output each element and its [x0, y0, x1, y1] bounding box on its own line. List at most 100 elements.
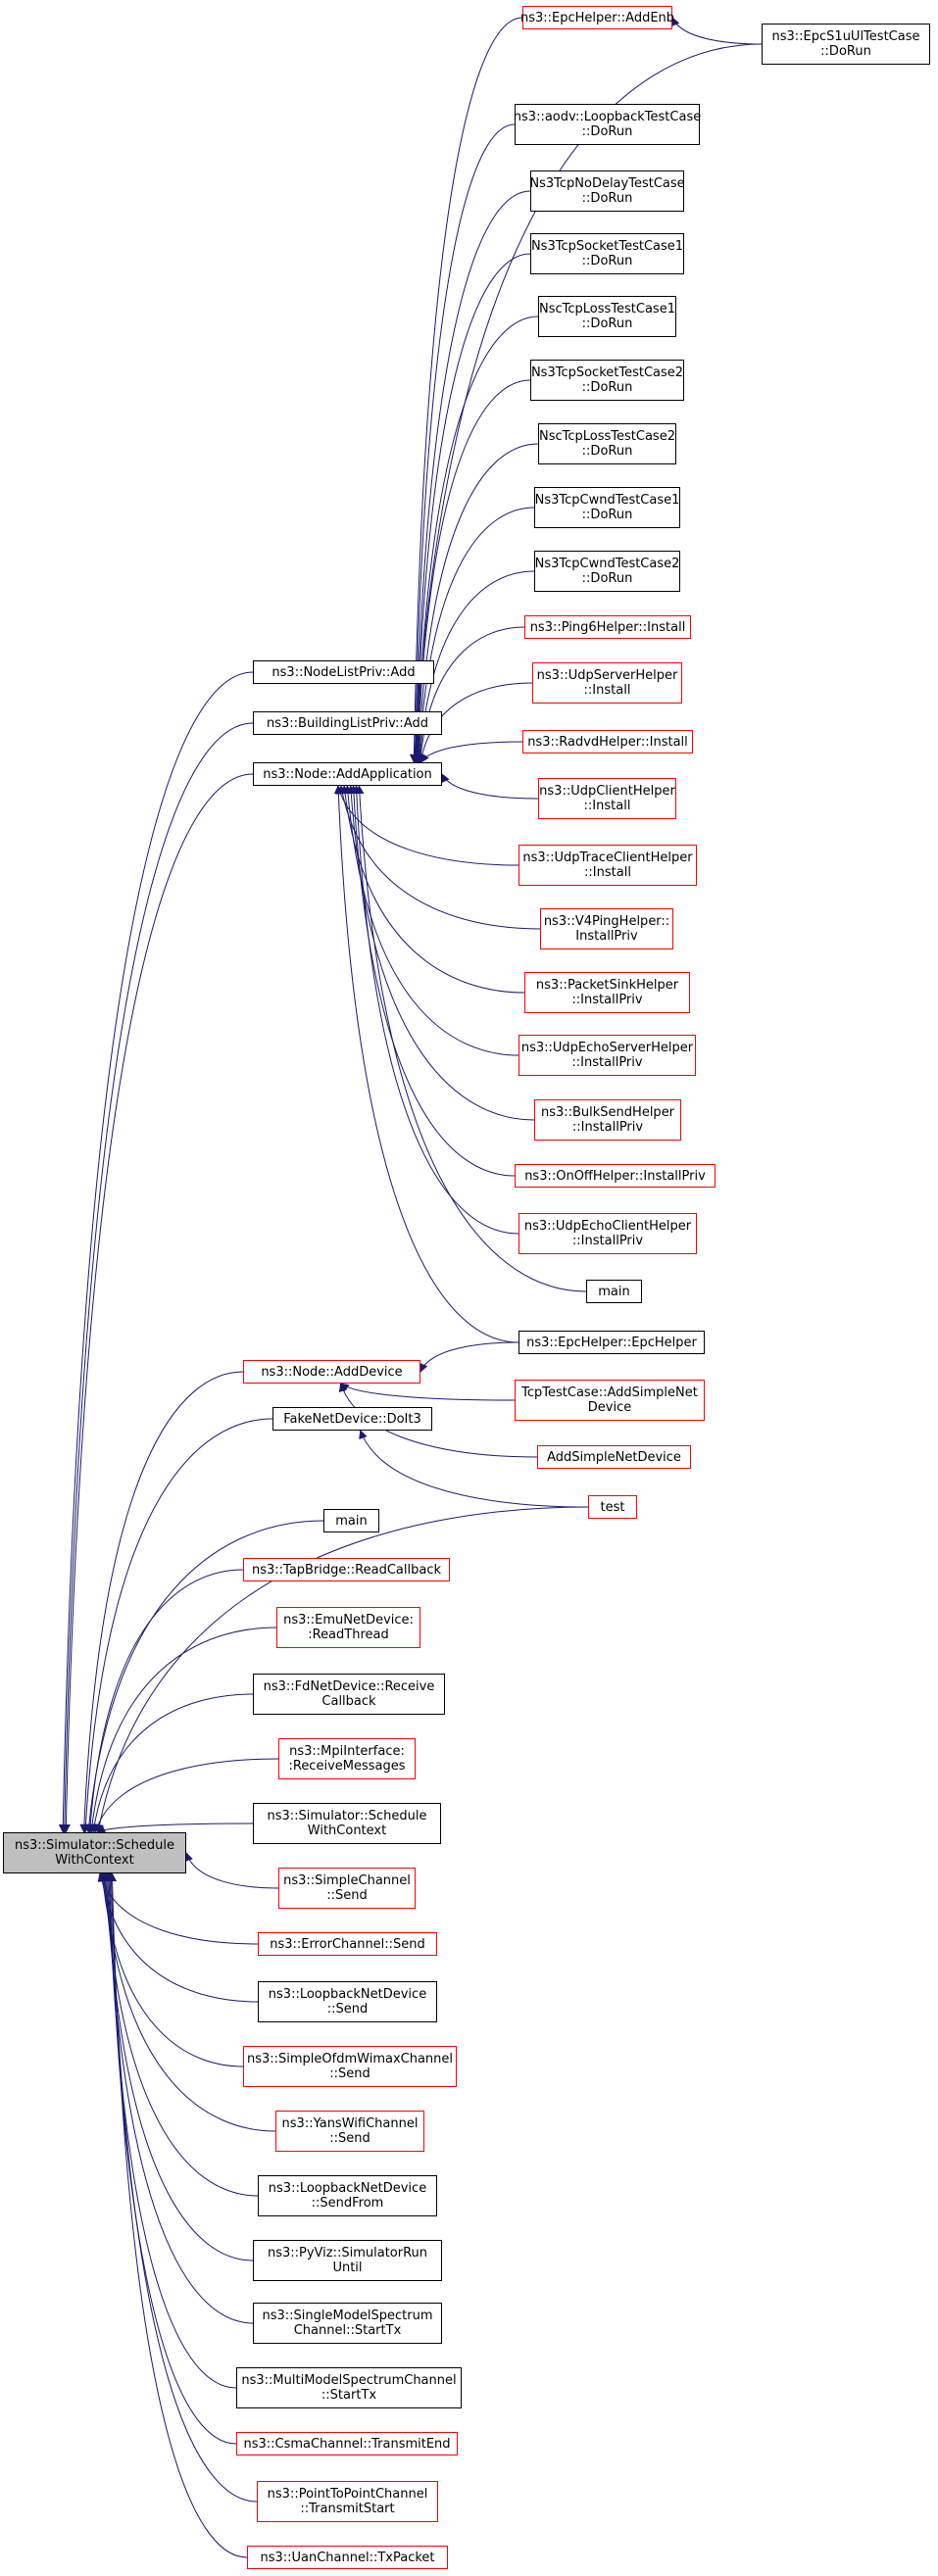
- node-label-line: ::DoRun: [581, 444, 633, 459]
- function-node-bulkSend[interactable]: ns3::BulkSendHelper::InstallPriv: [534, 1099, 681, 1141]
- function-node-udpServer[interactable]: ns3::UdpServerHelper::Install: [532, 662, 682, 704]
- node-label-line: ns3::aodv::LoopbackTestCase: [513, 110, 702, 124]
- function-node-buildingListAdd[interactable]: ns3::BuildingListPriv::Add: [253, 711, 442, 735]
- function-node-tcpSock2[interactable]: Ns3TcpSocketTestCase2::DoRun: [530, 360, 684, 401]
- node-label-line: ns3::Simulator::Schedule: [267, 1809, 427, 1823]
- function-node-p2pStart[interactable]: ns3::PointToPointChannel::TransmitStart: [257, 2481, 438, 2522]
- function-node-fakeDoIt3[interactable]: FakeNetDevice::DoIt3: [272, 1407, 432, 1431]
- node-label-line: ns3::PointToPointChannel: [267, 2487, 428, 2502]
- function-node-tapRead[interactable]: ns3::TapBridge::ReadCallback: [243, 1558, 450, 1581]
- call-edge-root-addDevice: [79, 1371, 244, 1833]
- call-edge-root-buildingListAdd: [60, 722, 254, 1833]
- function-node-nscLoss1[interactable]: NscTcpLossTestCase1::DoRun: [538, 296, 676, 337]
- function-node-yansSend[interactable]: ns3::YansWifiChannel::Send: [275, 2111, 424, 2152]
- function-node-csmaEnd[interactable]: ns3::CsmaChannel::TransmitEnd: [236, 2432, 458, 2455]
- function-node-onOff[interactable]: ns3::OnOffHelper::InstallPriv: [515, 1164, 716, 1188]
- function-node-nscLoss2[interactable]: NscTcpLossTestCase2::DoRun: [538, 423, 676, 464]
- node-label-line: test: [600, 1499, 625, 1515]
- function-node-main1[interactable]: main: [323, 1509, 379, 1532]
- function-node-v4ping[interactable]: ns3::V4PingHelper::InstallPriv: [540, 908, 673, 949]
- function-node-tcpNoDelay[interactable]: Ns3TcpNoDelayTestCase::DoRun: [529, 170, 685, 212]
- call-edge-root-nodeListAdd: [58, 671, 254, 1833]
- function-node-loopSend[interactable]: ns3::LoopbackNetDevice::Send: [258, 1981, 437, 2022]
- call-edge-addApp-aodvLoop: [411, 123, 516, 763]
- node-label-line: ns3::LoopbackNetDevice: [268, 1987, 427, 2002]
- call-edge-addApp-radvd: [420, 741, 523, 763]
- node-label-line: ::StartTx: [321, 2388, 377, 2403]
- call-edge-root-ofdmSend: [98, 1872, 244, 2067]
- function-node-errorSend[interactable]: ns3::ErrorChannel::Send: [258, 1932, 437, 1956]
- node-label-line: ns3::UdpTraceClientHelper: [522, 851, 693, 865]
- function-node-epcHelperCtor[interactable]: ns3::EpcHelper::EpcHelper: [518, 1331, 705, 1354]
- function-node-multiSpec[interactable]: ns3::MultiModelSpectrumChannel::StartTx: [236, 2367, 462, 2408]
- function-node-addApp[interactable]: ns3::Node::AddApplication: [253, 762, 442, 786]
- node-label-line: ::InstallPriv: [571, 993, 643, 1007]
- node-label-line: ::InstallPriv: [571, 1234, 644, 1248]
- node-label-line: ::Install: [583, 799, 631, 813]
- function-node-epcS1u[interactable]: ns3::EpcS1uUlTestCase::DoRun: [762, 24, 930, 65]
- node-label-line: ns3::Ping6Helper::Install: [529, 619, 686, 635]
- node-label-line: ns3::ErrorChannel::Send: [270, 1936, 425, 1952]
- function-node-udpTrace[interactable]: ns3::UdpTraceClientHelper::Install: [518, 845, 697, 886]
- function-node-nodeListAdd[interactable]: ns3::NodeListPriv::Add: [253, 660, 434, 684]
- function-node-loopSendFrom[interactable]: ns3::LoopbackNetDevice::SendFrom: [258, 2175, 437, 2216]
- function-node-emuRead[interactable]: ns3::EmuNetDevice::ReadThread: [276, 1607, 420, 1648]
- node-label-line: ::DoRun: [581, 571, 633, 586]
- node-label-line: NscTcpLossTestCase1: [539, 302, 675, 316]
- call-edge-addApp-addEnb: [409, 17, 523, 763]
- node-label-line: Callback: [321, 1694, 376, 1709]
- node-label-line: AddSimpleNetDevice: [547, 1449, 681, 1465]
- node-label-line: Ns3TcpSocketTestCase2: [530, 365, 684, 380]
- function-node-tcpCwnd1[interactable]: Ns3TcpCwndTestCase1::DoRun: [534, 487, 680, 528]
- call-edge-addDevice-addSimpleDev: [338, 1383, 538, 1458]
- node-label-line: ns3::YansWifiChannel: [281, 2116, 419, 2131]
- function-node-tcpSock1[interactable]: Ns3TcpSocketTestCase1::DoRun: [530, 233, 684, 274]
- node-label-line: ns3::CsmaChannel::TransmitEnd: [243, 2436, 451, 2452]
- function-node-ping6[interactable]: ns3::Ping6Helper::Install: [524, 615, 691, 639]
- function-node-udpEchoClient[interactable]: ns3::UdpEchoClientHelper::InstallPriv: [518, 1213, 697, 1254]
- node-label-line: ::DoRun: [581, 316, 633, 331]
- node-label-line: NscTcpLossTestCase2: [539, 429, 675, 444]
- node-label-line: ::DoRun: [581, 508, 633, 522]
- node-label-line: ns3::EmuNetDevice:: [283, 1613, 414, 1628]
- node-label-line: Channel::StartTx: [293, 2323, 402, 2338]
- node-label-line: ::TransmitStart: [300, 2502, 395, 2516]
- node-label-line: :ReadThread: [308, 1628, 389, 1642]
- function-node-addDevice[interactable]: ns3::Node::AddDevice: [243, 1360, 420, 1384]
- function-node-aodvLoop[interactable]: ns3::aodv::LoopbackTestCase::DoRun: [513, 104, 702, 145]
- function-node-uanTx[interactable]: ns3::UanChannel::TxPacket: [247, 2546, 448, 2569]
- function-node-ofdmSend[interactable]: ns3::SimpleOfdmWimaxChannel::Send: [243, 2046, 457, 2087]
- call-edge-root-emuRead: [87, 1627, 277, 1833]
- call-edge-root-loopSend: [97, 1872, 259, 2003]
- node-label-line: ns3::Node::AddDevice: [261, 1364, 403, 1380]
- node-label-line: ::SendFrom: [311, 2196, 384, 2211]
- function-node-main2[interactable]: main: [586, 1280, 642, 1303]
- function-node-udpClient[interactable]: ns3::UdpClientHelper::Install: [538, 778, 676, 819]
- call-edge-root-p2pStart: [106, 1872, 258, 2503]
- function-node-addEnb[interactable]: ns3::EpcHelper::AddEnb: [520, 6, 674, 29]
- call-edge-root-uanTx: [108, 1872, 248, 2558]
- function-node-test[interactable]: test: [588, 1495, 637, 1519]
- node-label-line: ns3::BulkSendHelper: [540, 1105, 675, 1120]
- node-label-line: ns3::SingleModelSpectrum: [262, 2309, 433, 2323]
- function-node-mpiRecv[interactable]: ns3::MpiInterface::ReceiveMessages: [278, 1738, 416, 1779]
- node-label-line: ns3::EpcHelper::EpcHelper: [526, 1335, 697, 1350]
- node-label-line: ns3::RadvdHelper::Install: [527, 734, 688, 750]
- node-label-line: ::Send: [329, 2066, 370, 2081]
- call-edge-addApp-onOff: [349, 785, 516, 1177]
- function-node-addSimpleDev[interactable]: AddSimpleNetDevice: [537, 1445, 691, 1469]
- function-node-simpleSend[interactable]: ns3::SimpleChannel::Send: [278, 1868, 416, 1909]
- function-node-packetSink[interactable]: ns3::PacketSinkHelper::InstallPriv: [524, 972, 690, 1013]
- node-label-line: Ns3TcpCwndTestCase2: [534, 557, 680, 571]
- function-node-udpEchoServer[interactable]: ns3::UdpEchoServerHelper::InstallPriv: [518, 1035, 696, 1076]
- call-edge-root-fdRecv: [89, 1693, 254, 1833]
- function-node-tcpCwnd2[interactable]: Ns3TcpCwndTestCase2::DoRun: [534, 551, 680, 592]
- node-label-line: ns3::BuildingListPriv::Add: [267, 715, 428, 731]
- function-node-radvd[interactable]: ns3::RadvdHelper::Install: [522, 730, 693, 753]
